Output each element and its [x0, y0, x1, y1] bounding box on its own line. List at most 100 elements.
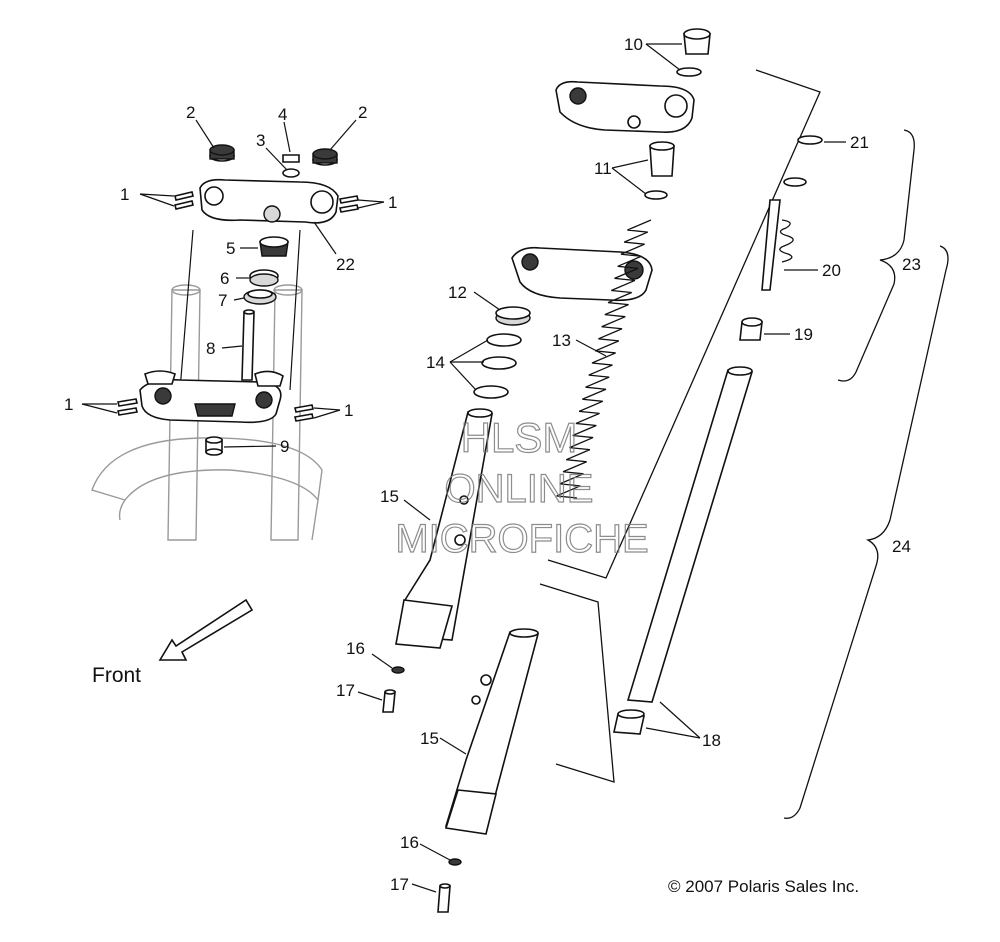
bushing-11 — [644, 141, 675, 200]
bolts-top-right — [339, 195, 359, 213]
ghost-tube-top-left — [171, 284, 201, 296]
lower-clamp-ear-right — [254, 370, 284, 387]
damper-rod-20 — [761, 177, 807, 291]
ring-21 — [797, 135, 823, 145]
left-assembly — [91, 144, 359, 541]
callout-20: 20 — [822, 261, 841, 280]
stem-top — [243, 309, 255, 315]
upper-clamp-exploded — [555, 80, 695, 134]
washer-16-upper — [391, 666, 405, 674]
callout-10: 10 — [624, 35, 643, 54]
nut-4 — [282, 154, 300, 163]
callout-13: 13 — [552, 331, 571, 350]
callout-16-lower: 16 — [400, 833, 419, 852]
cap-left — [209, 144, 235, 162]
callout-11: 11 — [594, 159, 612, 178]
cap-10 — [676, 28, 711, 77]
washer-16-lower — [448, 858, 462, 866]
brace-24 — [783, 245, 949, 819]
watermark-line2: ONLINE — [445, 467, 594, 511]
callout-24: 24 — [892, 537, 911, 556]
front-label: Front — [92, 664, 141, 687]
cartridge-frame-lower — [539, 583, 615, 783]
washer-3 — [282, 168, 300, 178]
cap-12 — [495, 306, 531, 326]
clamp-bore-left — [204, 186, 224, 206]
bolts-top-left — [174, 191, 194, 210]
lower-clamp-ex-bore-left — [521, 253, 539, 271]
ring-14a — [486, 333, 522, 347]
guide-line-right — [289, 229, 301, 391]
spring-13 — [556, 219, 652, 499]
ghost-fender — [91, 437, 323, 502]
upper-clamp-center-hole — [627, 115, 641, 129]
callout-19: 19 — [794, 325, 813, 344]
callout-8: 8 — [206, 339, 215, 358]
bearing-7 — [243, 289, 277, 305]
callout-1-top-right: 1 — [388, 193, 397, 212]
callout-21: 21 — [850, 133, 869, 152]
lower-clamp-ear-left — [144, 370, 176, 385]
callout-15-upper: 15 — [380, 487, 399, 506]
cap-right — [312, 148, 338, 166]
bolts-lower-right — [294, 404, 314, 422]
inner-tube-18 — [613, 366, 754, 735]
bushing-9 — [205, 436, 223, 456]
callout-17-upper: 17 — [336, 681, 355, 700]
callout-1-lower-left: 1 — [64, 395, 73, 414]
callout-17-lower: 17 — [390, 875, 409, 894]
callout-15-lower: 15 — [420, 729, 439, 748]
stem-nut-5 — [259, 236, 289, 257]
ghost-fork-tube-right — [270, 289, 303, 541]
lower-clamp-bore-right — [255, 391, 273, 409]
copyright-notice: © 2007 Polaris Sales Inc. — [668, 877, 859, 896]
ring-14b — [481, 356, 517, 370]
bolts-lower-left — [117, 398, 138, 416]
bearing-6 — [249, 269, 279, 287]
callout-6: 6 — [220, 269, 229, 288]
watermark: HLSM ONLINE MICROFICHE — [395, 413, 650, 561]
callout-4: 4 — [278, 105, 287, 124]
lower-clamp-exploded — [511, 246, 653, 302]
fork-leg-15-lower — [444, 628, 540, 835]
spring-13-coils — [556, 219, 652, 499]
callout-1-top-left: 1 — [120, 185, 129, 204]
front-arrow — [158, 598, 254, 661]
ghost-tube-top-right — [273, 284, 303, 296]
upper-clamp-bore-right — [664, 94, 688, 118]
clamp-center-hole — [263, 205, 281, 223]
callout-2-right: 2 — [358, 103, 367, 122]
steering-stem-8 — [241, 311, 255, 381]
callout-2-left: 2 — [186, 103, 195, 122]
ghost-fork-tube-left — [167, 289, 201, 541]
callout-12: 12 — [448, 283, 467, 302]
callout-14: 14 — [426, 353, 445, 372]
callout-9: 9 — [280, 437, 289, 456]
callout-7: 7 — [218, 291, 227, 310]
upper-clamp-bore-left — [569, 87, 587, 105]
callout-5: 5 — [226, 239, 235, 258]
ring-14c — [473, 385, 509, 399]
watermark-line1: HLSM — [461, 414, 578, 461]
exploded-assembly — [382, 28, 949, 913]
callout-16-upper: 16 — [346, 639, 365, 658]
upper-triple-clamp-left — [199, 178, 339, 224]
bolt-17-upper — [382, 689, 396, 713]
callout-22: 22 — [336, 255, 355, 274]
callout-1-lower-right: 1 — [344, 401, 353, 420]
ghost-fender-lip — [118, 499, 319, 541]
clamp-bore-right — [310, 190, 334, 214]
callout-23: 23 — [902, 255, 921, 274]
lower-clamp-bore-left — [154, 387, 172, 405]
callout-18: 18 — [702, 731, 721, 750]
leaders — [81, 43, 846, 893]
callout-3: 3 — [256, 131, 265, 150]
lower-clamp-shadow — [194, 403, 236, 417]
brace-23 — [837, 129, 915, 382]
cartridge-frame-upper — [547, 69, 821, 579]
watermark-line3: MICROFICHE — [395, 517, 648, 561]
guide-line-left — [179, 229, 194, 391]
fork-leg-15-upper — [395, 408, 493, 649]
bolt-17-lower — [437, 883, 451, 913]
